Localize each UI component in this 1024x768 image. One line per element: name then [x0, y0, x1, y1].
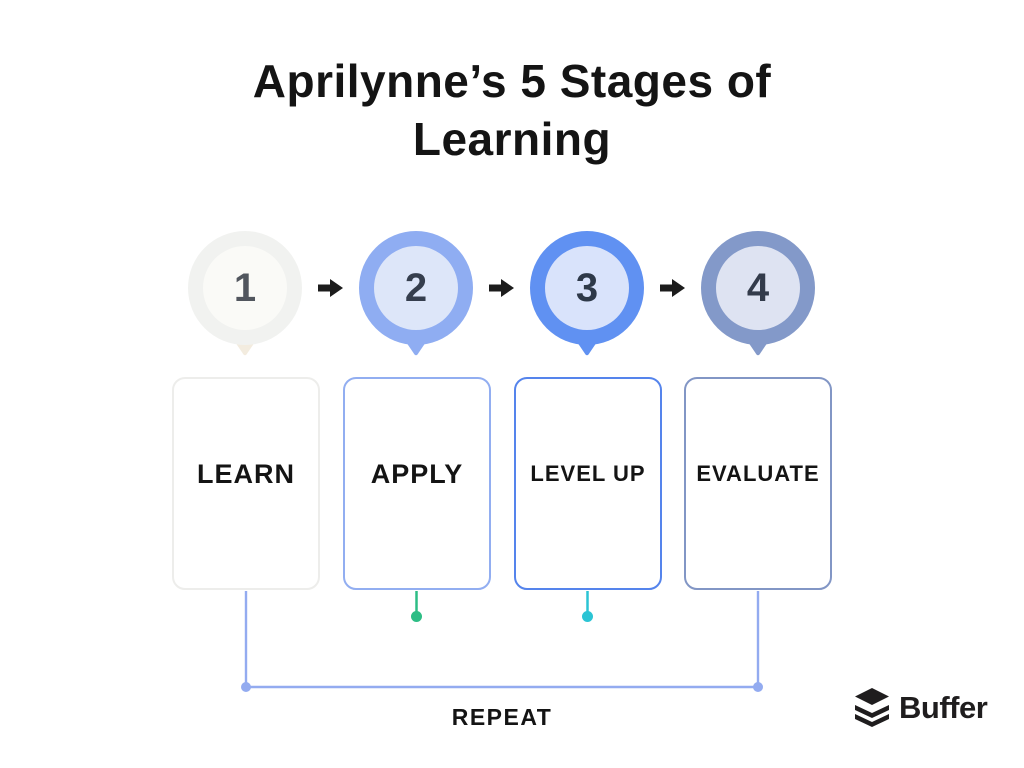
arrow-right-icon — [317, 277, 345, 299]
arrow-right-icon — [488, 277, 516, 299]
stage-card-label: LEARN — [197, 458, 295, 489]
stage-card: LEVEL UP — [514, 377, 662, 590]
stage-circle: 4 — [701, 231, 815, 345]
page-title: Aprilynne’s 5 Stages of Learning — [0, 52, 1024, 168]
stage-pin: 4 — [701, 231, 815, 365]
stage-card-label: EVALUATE — [696, 461, 820, 487]
stage-circle-inner: 4 — [716, 246, 800, 330]
stage-pin: 3 — [530, 231, 644, 365]
stage-number: 4 — [746, 265, 770, 310]
stage-card-label: LEVEL UP — [530, 461, 646, 487]
stage-card: EVALUATE — [684, 377, 832, 590]
stage-circle: 1 — [188, 231, 302, 345]
stage-number: 2 — [404, 265, 428, 310]
stage-pin: 1 — [188, 231, 302, 365]
stage-circle-inner: 3 — [545, 246, 629, 330]
page-title-line1: Aprilynne’s 5 Stages of — [252, 55, 772, 107]
stage-number: 3 — [575, 265, 599, 310]
stage-circle: 2 — [359, 231, 473, 345]
buffer-wordmark: Buffer — [899, 690, 988, 725]
buffer-layers-icon — [855, 688, 889, 727]
stage-circle-inner: 2 — [374, 246, 458, 330]
stage-card: APPLY — [343, 377, 491, 590]
stage-card: LEARN — [172, 377, 320, 590]
stage-circle: 3 — [530, 231, 644, 345]
arrow-right-icon — [659, 277, 687, 299]
stage-pin: 2 — [359, 231, 473, 365]
stage-number: 1 — [233, 265, 257, 310]
repeat-label: REPEAT — [451, 704, 553, 730]
stage-card-label: APPLY — [370, 458, 464, 489]
page-title-line2: Learning — [412, 113, 612, 165]
stage-circle-inner: 1 — [203, 246, 287, 330]
buffer-logo: Buffer — [852, 685, 988, 731]
